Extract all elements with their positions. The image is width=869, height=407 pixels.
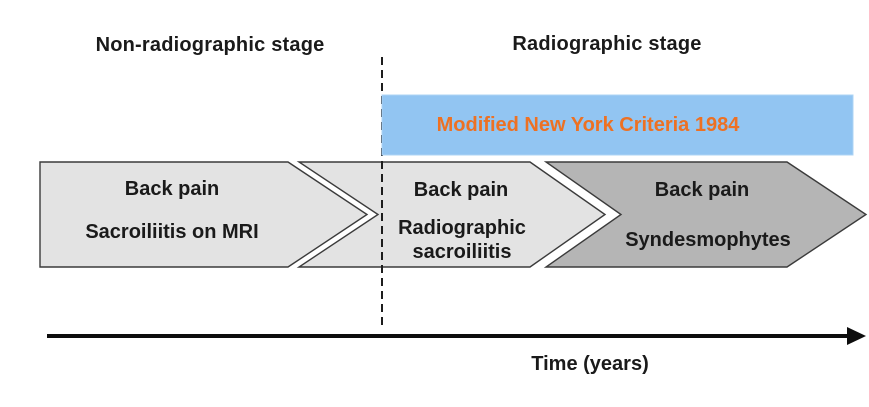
stage3-label-back-pain: Back pain (654, 179, 750, 201)
stage1-label-back-pain: Back pain (124, 178, 220, 200)
stage1-chevron-shape (39, 161, 369, 268)
heading-radiographic-stage: Radiographic stage (512, 33, 702, 55)
time-axis-arrowhead-icon (847, 327, 866, 345)
criteria-banner-label: Modified New York Criteria 1984 (436, 114, 740, 136)
stage2-label-back-pain: Back pain (413, 179, 509, 201)
stage2-chevron-shape (296, 161, 607, 268)
criteria-banner-shape (381, 94, 854, 156)
time-axis-label: Time (years) (531, 353, 649, 375)
stage3-label-syndesmophytes: Syndesmophytes (625, 229, 791, 251)
stage2-label-radiographic: Radiographic (398, 217, 526, 239)
stage2-label-sacroiliitis: sacroiliitis (412, 241, 512, 263)
stage1-label-sacroiliitis-mri: Sacroiliitis on MRI (85, 221, 259, 243)
heading-non-radiographic-stage: Non-radiographic stage (95, 34, 325, 56)
stage3-chevron-shape (543, 161, 868, 268)
